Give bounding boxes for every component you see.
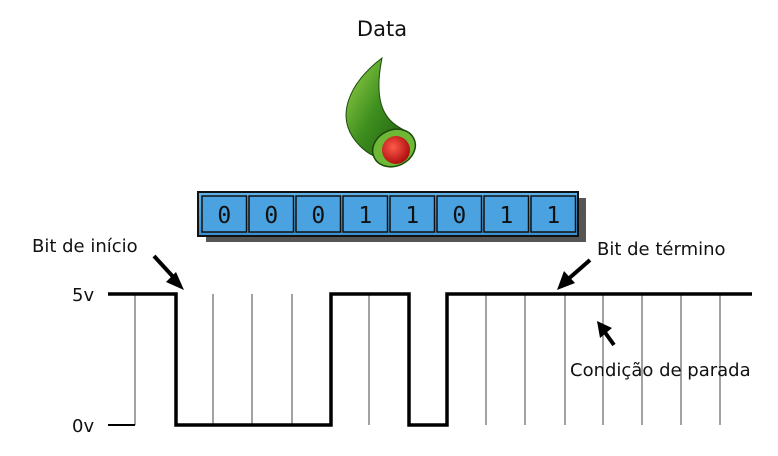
bit-cell bbox=[389, 195, 436, 233]
bit-cell bbox=[436, 195, 483, 233]
bit-value: 0 bbox=[452, 203, 466, 229]
bit-value: 0 bbox=[311, 203, 325, 229]
end-bit-label: Bit de término bbox=[597, 239, 726, 260]
bit-cell bbox=[295, 195, 342, 233]
bit-value: 1 bbox=[405, 203, 419, 229]
bit-cell bbox=[342, 195, 389, 233]
stop-condition-label: Condição de parada bbox=[570, 360, 751, 381]
bit-cell bbox=[201, 195, 248, 233]
bit-value: 1 bbox=[358, 203, 372, 229]
bit-cell bbox=[530, 195, 577, 233]
title: Data bbox=[357, 17, 407, 41]
bit-register: 0 0 0 1 1 0 1 1 bbox=[197, 191, 586, 242]
bit-value: 0 bbox=[264, 203, 278, 229]
bit-cell bbox=[248, 195, 295, 233]
signal-waveform bbox=[108, 292, 752, 427]
end-bit-arrow-icon bbox=[557, 258, 592, 290]
fiber-cable-icon bbox=[345, 56, 417, 168]
bit-value: 1 bbox=[499, 203, 513, 229]
start-bit-label: Bit de início bbox=[32, 236, 138, 257]
bit-value: 1 bbox=[546, 203, 560, 229]
low-level-label: 0v bbox=[72, 416, 94, 437]
bit-value: 0 bbox=[217, 203, 231, 229]
bit-cell bbox=[483, 195, 530, 233]
high-level-label: 5v bbox=[72, 285, 94, 306]
stop-condition-arrow-icon bbox=[597, 321, 616, 347]
start-bit-arrow-icon bbox=[152, 254, 184, 290]
